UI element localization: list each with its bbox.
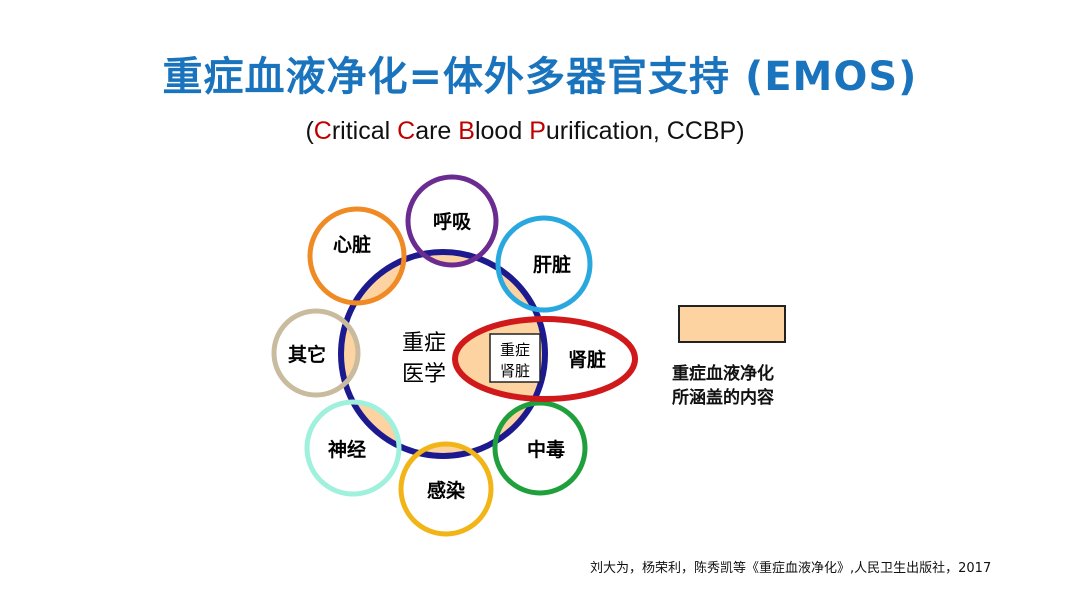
main-circle (338, 249, 548, 459)
node-label-liver: 肝脏 (533, 253, 571, 276)
node-label-kidney: 肾脏 (568, 348, 606, 371)
subtitle-w3-initial: B (458, 117, 475, 145)
slide-title: 重症血液净化=体外多器官支持 (EMOS) (162, 54, 918, 100)
center-label-1: 重症 (402, 331, 446, 356)
subtitle-w1-initial: C (313, 117, 332, 145)
citation: 刘大为，杨荣利，陈秀凯等《重症血液净化》,人民卫生出版社，2017 (590, 561, 992, 576)
node-label-poison: 中毒 (527, 438, 565, 461)
subtitle-w1-rest: ritical (331, 117, 398, 145)
node-ring-liver (495, 215, 593, 313)
node-ring-poison (492, 400, 588, 496)
node-label-other: 其它 (288, 343, 326, 366)
node-ring-neuro (304, 399, 402, 497)
subtitle-w2-initial: C (397, 117, 416, 145)
inner-box (489, 333, 541, 383)
slide-subtitle: (Critical Care Blood Purification, CCBP) (0, 117, 1050, 146)
node-label-infection: 感染 (427, 479, 465, 502)
node-label-heart: 心脏 (333, 233, 371, 256)
center-label-2: 医学 (402, 362, 446, 387)
legend-swatch (678, 305, 786, 343)
legend-label-2: 所涵盖的内容 (672, 388, 774, 408)
subtitle-w4-rest: urification, CCBP) (545, 117, 745, 145)
inner-box-label-2: 肾脏 (500, 362, 530, 380)
node-ring-infection (398, 441, 494, 537)
node-ring-other (271, 308, 361, 398)
node-ring-kidney (452, 316, 638, 402)
subtitle-w2-rest: are (415, 117, 459, 145)
node-label-breathing: 呼吸 (433, 211, 472, 233)
subtitle-w3-rest: lood (474, 117, 530, 145)
subtitle-w4-initial: P (529, 117, 546, 145)
node-ring-heart (307, 206, 407, 306)
legend-text: 重症血液净化 所涵盖的内容 (672, 362, 812, 410)
inner-box-label-1: 重症 (500, 341, 530, 359)
node-ring-breathing (405, 174, 499, 268)
node-label-neuro: 神经 (328, 438, 366, 461)
subtitle-open: ( (305, 117, 314, 145)
legend-label-1: 重症血液净化 (672, 364, 774, 384)
